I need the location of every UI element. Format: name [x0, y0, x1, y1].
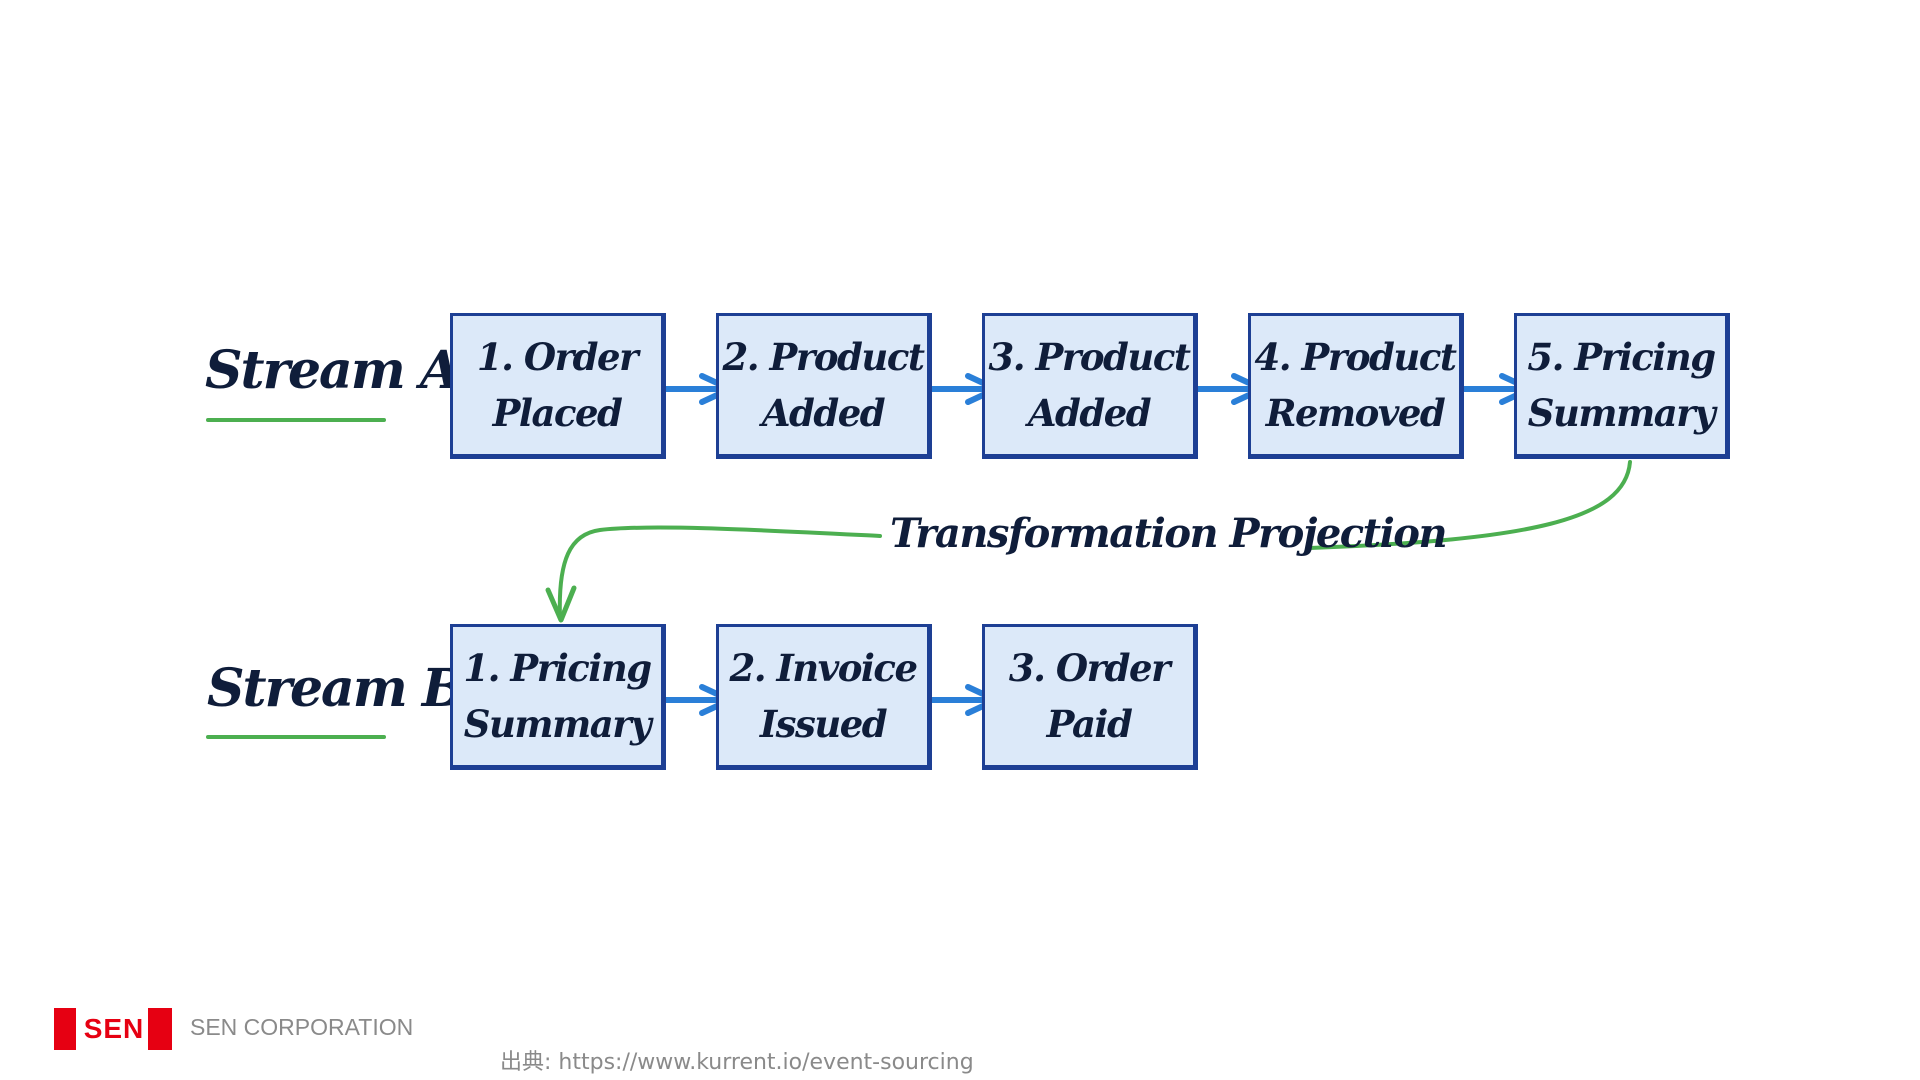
projection-curve-right — [1308, 460, 1632, 550]
stream-a-underline — [206, 418, 386, 422]
stream-b-event-1: 1. Pricing Summary — [450, 624, 666, 770]
stream-a-event-1: 1. Order Placed — [450, 313, 666, 459]
event-title: 1. Order — [476, 335, 639, 379]
event-subtitle: Placed — [492, 391, 623, 435]
sen-logo: SEN — [54, 1008, 172, 1050]
event-subtitle: Issued — [759, 702, 888, 746]
projection-label: Transformation Projection — [890, 510, 1448, 557]
stream-a-label: Stream A — [205, 340, 460, 401]
stream-a-event-5: 5. Pricing Summary — [1514, 313, 1730, 459]
event-title: 5. Pricing — [1527, 335, 1716, 379]
source-citation: 出典: https://www.kurrent.io/event-sourcin… — [500, 1050, 974, 1075]
projection-curve-left — [557, 525, 882, 620]
event-title: 2. Invoice — [729, 646, 918, 690]
event-title: 4. Product — [1254, 335, 1457, 379]
stream-b-underline — [206, 735, 386, 739]
logo-red-block-right — [148, 1008, 172, 1050]
event-title: 3. Order — [1008, 646, 1171, 690]
event-title: 2. Product — [722, 335, 925, 379]
event-subtitle: Paid — [1046, 702, 1133, 746]
stream-b-event-3: 3. Order Paid — [982, 624, 1198, 770]
logo-text: SEN — [83, 1013, 145, 1044]
event-title: 1. Pricing — [463, 646, 652, 690]
event-subtitle: Added — [1027, 391, 1152, 435]
projection-arrowhead — [545, 585, 577, 623]
event-subtitle: Removed — [1265, 391, 1446, 435]
event-subtitle: Summary — [463, 702, 652, 746]
event-subtitle: Added — [761, 391, 886, 435]
stream-a-event-3: 3. Product Added — [982, 313, 1198, 459]
event-title: 3. Product — [988, 335, 1191, 379]
stream-a-event-2: 2. Product Added — [716, 313, 932, 459]
company-name: SEN CORPORATION — [190, 1014, 414, 1040]
stream-b-label: Stream B — [207, 658, 466, 719]
event-subtitle: Summary — [1527, 391, 1716, 435]
stream-b-event-2: 2. Invoice Issued — [716, 624, 932, 770]
stream-a-event-4: 4. Product Removed — [1248, 313, 1464, 459]
logo-red-block-left — [54, 1008, 76, 1050]
